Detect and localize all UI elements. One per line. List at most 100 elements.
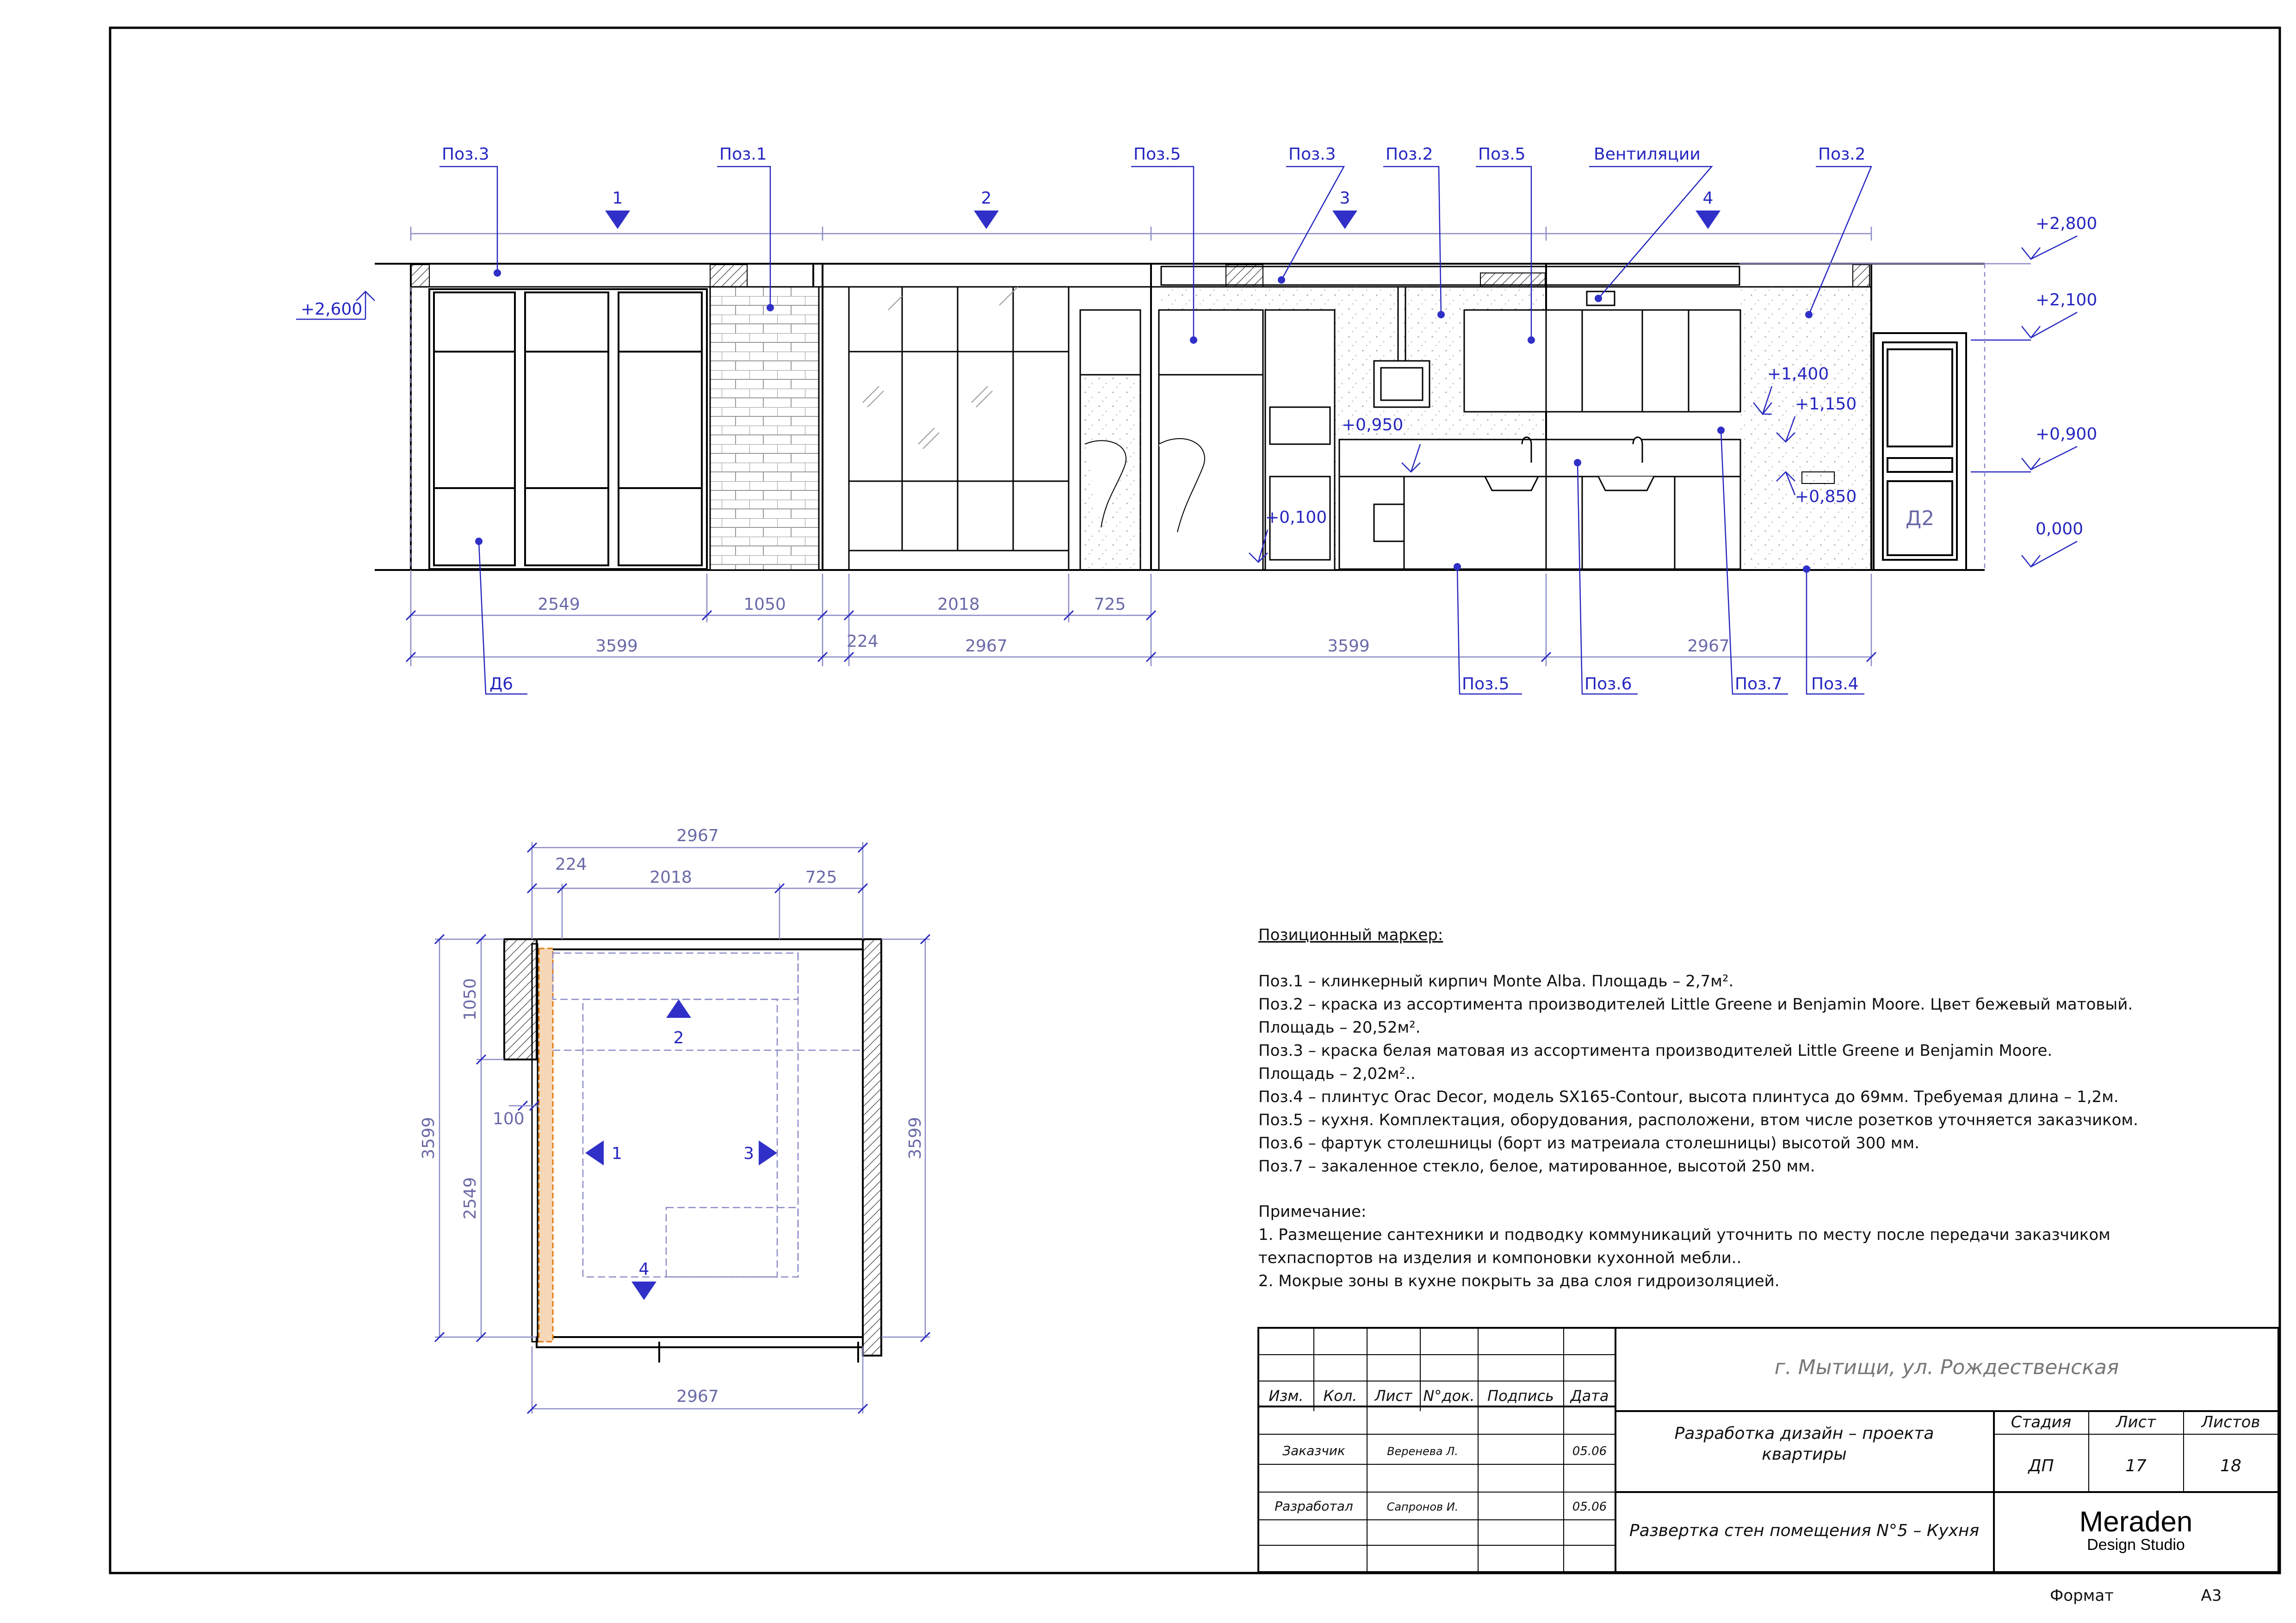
note-line-9: Поз.7 – закаленное стекло, белое, матиро… [1258, 1157, 1815, 1176]
dim-224: 224 [847, 632, 879, 651]
title-block [1257, 1327, 2279, 1573]
level-2100: +2,100 [2036, 291, 2097, 310]
plan-dim-3599-left: 3599 [419, 1117, 438, 1159]
callout-top-1: Поз.3 [442, 145, 489, 164]
brick-wall [709, 286, 820, 571]
note-line-1: Поз.1 – клинкерный кирпич Monte Alba. Пл… [1258, 972, 1733, 991]
stage-value: ДП [2027, 1456, 2054, 1475]
developer-name: Сапронов И. [1387, 1500, 1459, 1513]
format-label: Формат [2050, 1586, 2114, 1605]
callout-top-3: Поз.5 [1133, 145, 1181, 164]
dim-2967-b: 2967 [1687, 637, 1730, 656]
level-0850: +0,850 [1795, 487, 1857, 506]
project-address: г. Мытищи, ул. Рождественская [1775, 1356, 2119, 1379]
sheet-value: 17 [2125, 1456, 2147, 1475]
floor-plan: 2 1 3 4 [419, 826, 931, 1414]
callout-bottom-4: Поз.4 [1811, 675, 1859, 694]
remark-line-2: техпаспортов на изделия и компоновки кух… [1258, 1249, 1741, 1267]
plan-dim-2967-top: 2967 [676, 826, 719, 845]
callout-top-8: Поз.2 [1818, 145, 1866, 164]
hdr-list: Лист [1374, 1387, 1412, 1405]
sheet-title: Развертка стен помещения N°5 – Кухня [1629, 1521, 1979, 1540]
remark-line-1: 1. Размещение сантехники и подводку комм… [1258, 1226, 2110, 1244]
plan-dim-2967-bottom: 2967 [676, 1387, 719, 1406]
callout-top-2: Поз.1 [719, 145, 767, 164]
hdr-ndok: N°док. [1423, 1387, 1474, 1405]
stage-label: Стадия [2011, 1413, 2071, 1431]
plan-dim-100: 100 [493, 1109, 525, 1128]
plan-dim-1050: 1050 [461, 978, 480, 1021]
level-2600: +2,600 [301, 300, 362, 319]
plan-marker-2: 2 [674, 1028, 684, 1047]
sheet-label: Лист [2115, 1413, 2156, 1431]
remark-line-3: 2. Мокрые зоны в кухне покрыть за два сл… [1258, 1272, 1780, 1290]
plan-marker-1: 1 [612, 1144, 622, 1163]
plan-marker-4: 4 [639, 1260, 650, 1279]
callout-top-6: Поз.5 [1478, 145, 1526, 164]
note-line-7: Поз.5 – кухня. Комплектация, оборудовани… [1258, 1111, 2138, 1129]
callout-top-5: Поз.2 [1386, 145, 1433, 164]
dim-725: 725 [1094, 595, 1126, 614]
note-line-8: Поз.6 – фартук столешницы (борт из матре… [1258, 1134, 1919, 1152]
studio-brand: Meraden [2079, 1506, 2193, 1538]
hdr-kol: Кол. [1324, 1387, 1357, 1405]
project-line-2: квартиры [1762, 1445, 1847, 1464]
note-line-6: Поз.4 – плинтус Orac Decor, модель SX165… [1258, 1088, 2119, 1106]
callout-bottom-1: Поз.5 [1462, 675, 1510, 694]
callout-bottom-2: Поз.6 [1584, 675, 1632, 694]
callout-top-4: Поз.3 [1288, 145, 1336, 164]
note-line-4: Поз.3 – краска белая матовая из ассортим… [1258, 1041, 2052, 1060]
dim-2549: 2549 [538, 595, 580, 614]
studio-subtitle: Design Studio [2087, 1536, 2185, 1554]
level-2800: +2,800 [2036, 214, 2097, 233]
plan-dim-2549: 2549 [461, 1177, 480, 1220]
level-1150: +1,150 [1795, 395, 1857, 414]
level-1400: +1,400 [1767, 365, 1829, 384]
plan-dim-725: 725 [805, 868, 837, 887]
hdr-podpis: Подпись [1487, 1387, 1554, 1405]
note-line-5: Площадь – 2,02м².. [1258, 1065, 1416, 1083]
remark-title: Примечание: [1258, 1202, 1366, 1221]
customer-name: Веренева Л. [1387, 1445, 1458, 1458]
format-value: А3 [2201, 1586, 2222, 1605]
developer-date: 05.06 [1572, 1500, 1607, 1514]
level-0100: +0,100 [1265, 508, 1327, 527]
hdr-data: Дата [1570, 1387, 1609, 1405]
wall-marker-1: 1 [613, 189, 623, 208]
sheets-label: Листов [2200, 1413, 2260, 1431]
elevation-drawing: 1 2 3 4 [296, 145, 2097, 695]
dim-1050: 1050 [743, 595, 786, 614]
developer-role: Разработал [1275, 1499, 1353, 1514]
wall-marker-4-arrow [1696, 211, 1720, 229]
level-0950: +0,950 [1342, 415, 1403, 434]
note-line-2: Поз.2 – краска из ассортимента производи… [1258, 995, 2133, 1014]
customer-role: Заказчик [1282, 1443, 1345, 1458]
callout-bottom-d6: Д6 [489, 675, 513, 694]
dim-3599-a: 3599 [595, 637, 638, 656]
note-line-3: Площадь – 20,52м². [1258, 1018, 1421, 1037]
wall-marker-1-arrow [605, 211, 630, 229]
wall-marker-2: 2 [981, 189, 992, 208]
callout-top-7: Вентиляции [1594, 145, 1701, 164]
plan-dim-3599-right: 3599 [906, 1117, 925, 1159]
plan-dim-224: 224 [555, 855, 587, 874]
brick-wall-plan [538, 948, 554, 1343]
dim-3599-b: 3599 [1327, 637, 1370, 656]
wall-marker-3-arrow [1332, 211, 1357, 229]
wall-marker-4: 4 [1703, 189, 1714, 208]
level-0000: 0,000 [2036, 520, 2083, 539]
dim-2018: 2018 [937, 595, 980, 614]
sheets-value: 18 [2220, 1456, 2241, 1475]
notes-title: Позиционный маркер: [1258, 926, 1443, 944]
title-block-text: Изм. Кол. Лист N°док. Подпись Дата Заказ… [1269, 1356, 2260, 1605]
sheet-frame [109, 26, 2281, 1574]
plan-dim-2018: 2018 [650, 868, 692, 887]
door-d2 [1873, 332, 1967, 571]
plan-marker-3: 3 [743, 1144, 754, 1163]
wall-marker-2-arrow [974, 211, 999, 229]
door-label: Д2 [1906, 507, 1934, 530]
customer-date: 05.06 [1572, 1444, 1607, 1458]
hdr-izm: Изм. [1269, 1387, 1303, 1405]
level-0900: +0,900 [2036, 425, 2097, 444]
